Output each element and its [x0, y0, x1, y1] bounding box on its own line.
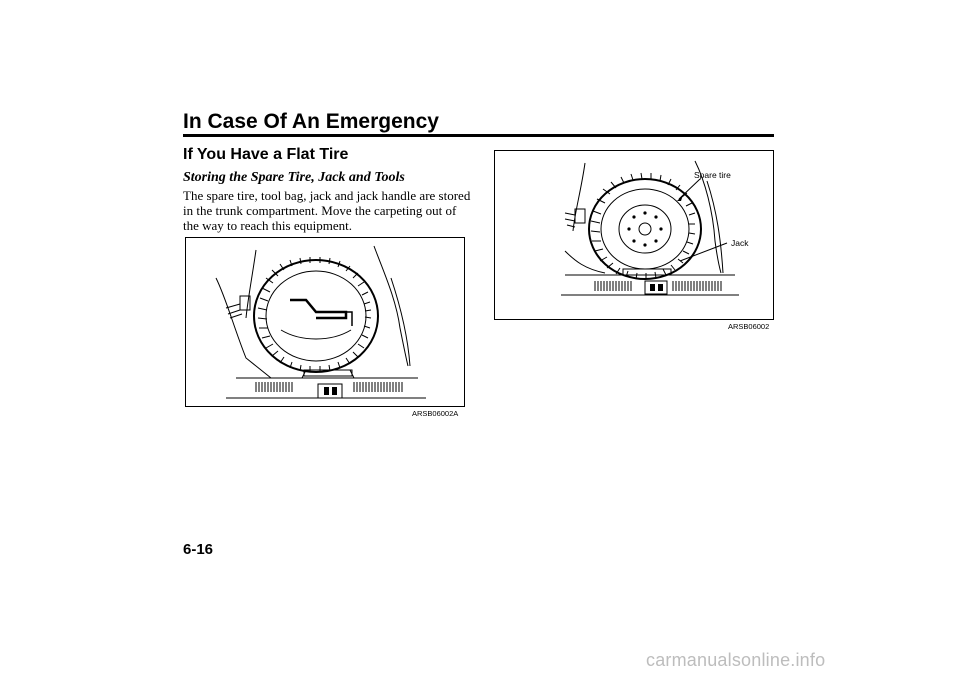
figure-code-right: ARSB06002	[728, 322, 770, 331]
page-number: 6-16	[183, 541, 214, 558]
title-rule	[183, 134, 774, 137]
trunk-tools-illustration	[185, 237, 465, 407]
spare-tire-jack-illustration	[494, 150, 774, 320]
callout-spare-tire: Spare tire	[694, 170, 731, 180]
figure-code-left: ARSB06002A	[412, 409, 459, 418]
section-title: In Case Of An Emergency	[183, 110, 439, 133]
body-paragraph: The spare tire, tool bag, jack and jack …	[183, 188, 471, 233]
watermark: carmanualsonline.info	[646, 650, 826, 670]
callout-jack: Jack	[731, 238, 749, 248]
spare-tire-jack-drawing	[561, 160, 739, 296]
page-heading: If You Have a Flat Tire	[183, 146, 349, 163]
trunk-tools-drawing	[215, 245, 426, 399]
section-subheading: Storing the Spare Tire, Jack and Tools	[183, 170, 405, 185]
